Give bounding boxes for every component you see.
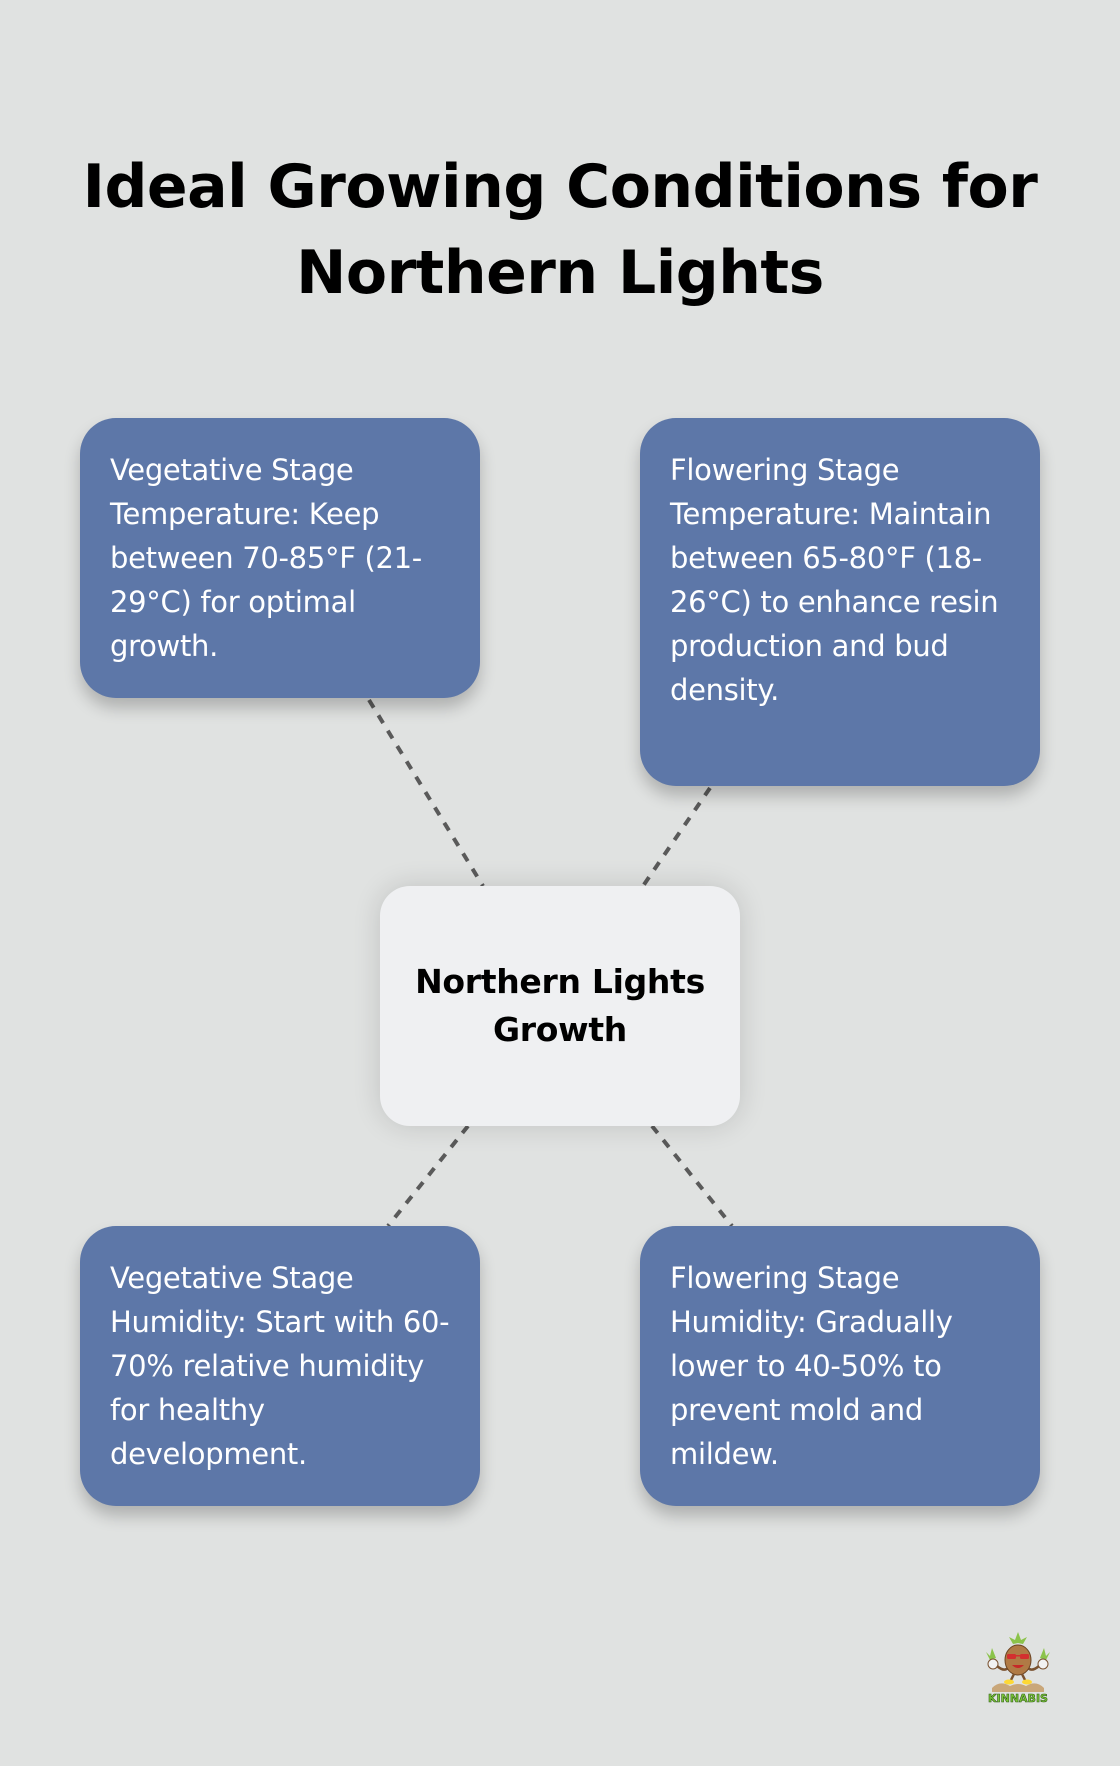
node-vegetative-temperature: Vegetative Stage Temperature: Keep betwe… — [80, 418, 480, 698]
node-flowering-temperature: Flowering Stage Temperature: Maintain be… — [640, 418, 1040, 786]
connector-top-left — [367, 698, 485, 888]
connector-bottom-left — [386, 1124, 470, 1228]
logo-text: KINNABIS — [988, 1692, 1048, 1705]
node-text: Vegetative Stage Humidity: Start with 60… — [110, 1261, 450, 1471]
mascot-logo-icon: KINNABIS — [986, 1632, 1050, 1705]
connector-top-right — [641, 786, 712, 888]
node-text: Flowering Stage Humidity: Gradually lowe… — [670, 1261, 953, 1471]
kinnabis-logo: KINNABIS — [978, 1628, 1058, 1708]
title-line-2: Northern Lights — [296, 238, 824, 309]
node-flowering-humidity: Flowering Stage Humidity: Gradually lowe… — [640, 1226, 1040, 1506]
node-text: Flowering Stage Temperature: Maintain be… — [670, 453, 999, 707]
center-node-line-1: Northern Lights — [415, 962, 705, 1001]
page-title: Ideal Growing Conditions for Northern Li… — [0, 144, 1120, 316]
center-node: Northern Lights Growth — [380, 886, 740, 1126]
node-text: Vegetative Stage Temperature: Keep betwe… — [110, 453, 422, 663]
center-node-line-2: Growth — [493, 1010, 627, 1049]
connector-bottom-right — [650, 1124, 734, 1228]
title-line-1: Ideal Growing Conditions for — [82, 152, 1038, 223]
node-vegetative-humidity: Vegetative Stage Humidity: Start with 60… — [80, 1226, 480, 1506]
